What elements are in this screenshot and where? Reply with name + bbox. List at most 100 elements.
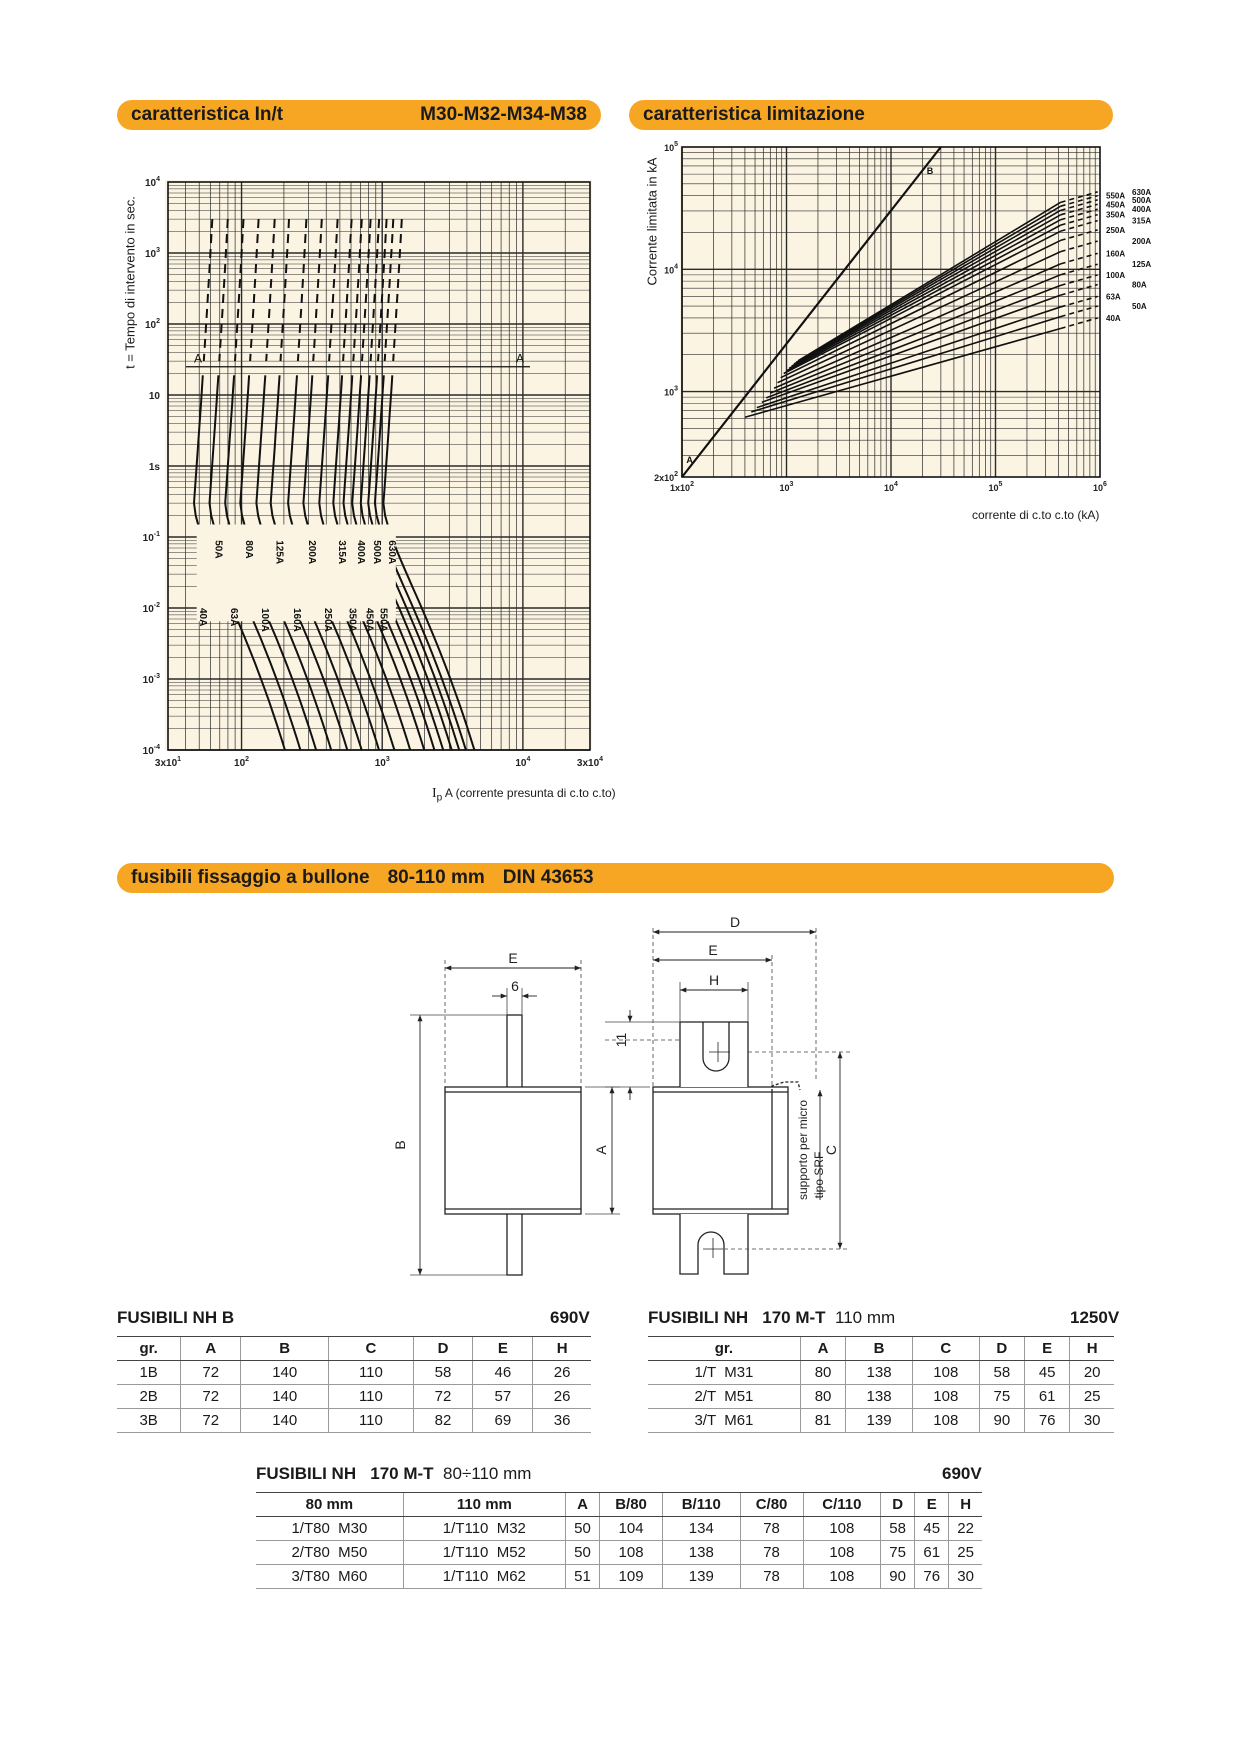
chart-lim-curve: [795, 205, 1062, 363]
table-cell: 109: [599, 1564, 663, 1589]
chart-int-curve-pre-arc: [392, 219, 403, 362]
table-cell: 72: [412, 1384, 473, 1409]
chart-lim-series-label: 63A: [1106, 292, 1121, 301]
chart-lim-series-label: 50A: [1132, 302, 1147, 311]
side-tab-bottom: [679, 1214, 749, 1275]
table-cell: 139: [845, 1408, 913, 1433]
chart-lim-curve-tail: [1060, 191, 1098, 204]
table-cell: 45: [1024, 1360, 1070, 1385]
chart-int-curve-pre-arc: [202, 219, 214, 362]
side-body: [652, 1086, 789, 1215]
chart-int-curve-pre-arc: [279, 219, 290, 362]
chart-lim-curve: [786, 224, 1062, 372]
chart-lim-curve: [777, 250, 1061, 384]
table-cell: 78: [739, 1516, 804, 1541]
chart-lim-curve-tail: [1060, 203, 1098, 216]
table-cell: 90: [880, 1564, 915, 1589]
table-cell: 20: [1069, 1360, 1114, 1385]
chart-lim-xtick: 106: [1093, 481, 1107, 493]
chart-int-series-label: 50A: [212, 540, 223, 558]
chart-int-grid: [167, 181, 591, 751]
table-header-cell: H: [948, 1492, 982, 1517]
header-part-3: DIN 43653: [502, 867, 594, 888]
table-cell: 75: [978, 1384, 1025, 1409]
chart-int-series-label: 40A: [197, 608, 208, 626]
micro-label-1: supporto per micro: [796, 1100, 810, 1200]
table-cell: 51: [564, 1564, 600, 1589]
table-cell: 80: [799, 1360, 846, 1385]
chart-int-marker-right: A: [516, 352, 524, 366]
table-b-title: FUSIBILI NH B: [117, 1308, 235, 1327]
side-tab-top: [679, 1021, 749, 1087]
dim-b: B: [392, 1140, 408, 1149]
table-header-cell: C: [328, 1336, 414, 1361]
table-cell: 80: [799, 1384, 846, 1409]
chart-lim-curve-tail: [1060, 240, 1098, 253]
chart-int-series-label: 125A: [273, 540, 284, 564]
chart-lim-series-label: 450A: [1106, 200, 1125, 209]
chart-lim-curve: [770, 274, 1061, 394]
table-mt80-voltage: 690V: [942, 1464, 982, 1483]
chart-lim-series-label: 315A: [1132, 217, 1151, 226]
table-header-cell: A: [180, 1336, 241, 1361]
table-cell: 3/T M61: [648, 1408, 801, 1433]
header-models: M30-M32-M34-M38: [420, 104, 587, 125]
chart-int-curve-pre-arc: [342, 219, 353, 362]
table-cell: 138: [662, 1540, 741, 1565]
table-header-cell: E: [914, 1492, 949, 1517]
table-cell: 25: [1069, 1384, 1114, 1409]
chart-lim-curve-tail: [1060, 229, 1098, 242]
chart-int-series-label: 63A: [228, 608, 239, 626]
chart-int-curve-pre-arc: [265, 219, 276, 362]
table-cell: 140: [240, 1384, 329, 1409]
chart-lim-series-label: 100A: [1106, 271, 1125, 280]
table-mt110-title: FUSIBILI NH 170 M-T 110 mm: [648, 1308, 896, 1327]
chart-int-xlabel: Ip A (corrente presunta di c.to c.to): [432, 786, 616, 804]
chart-lim-curve: [791, 214, 1062, 367]
table-cell: 138: [845, 1384, 913, 1409]
chart-lim-xlabel: corrente di c.to c.to (kA): [972, 508, 1100, 522]
table-cell: 30: [1069, 1408, 1114, 1433]
chart-int-curve: [373, 375, 467, 751]
chart-int-ytick: 10-3: [143, 673, 160, 686]
dim-c: C: [823, 1145, 839, 1155]
table-header-cell: B/80: [599, 1492, 663, 1517]
chart-lim-series-label: 630A: [1132, 188, 1151, 197]
table-cell: 76: [914, 1564, 949, 1589]
dim-e-side: E: [708, 942, 717, 958]
table-cell: 46: [472, 1360, 533, 1385]
front-body: [444, 1086, 582, 1215]
dim-11: 11: [613, 1033, 629, 1048]
table-cell: 72: [180, 1384, 241, 1409]
chart-lim-xtick: 1x102: [670, 481, 694, 493]
chart-lim-label-a: A: [686, 455, 693, 465]
table-header-cell: E: [472, 1336, 533, 1361]
chart-lim-curve: [797, 201, 1062, 362]
chart-int-series-label: 200A: [306, 540, 317, 564]
table-cell: 108: [802, 1564, 881, 1589]
chart-int-curve-pre-arc: [234, 219, 245, 362]
chart-lim-series-label: 250A: [1106, 226, 1125, 235]
header-title: caratteristica limitazione: [643, 104, 865, 125]
chart-lim-ytick: 105: [664, 141, 678, 153]
chart-int-series-label: 250A: [322, 608, 333, 632]
table-cell: 25: [948, 1540, 982, 1565]
table-cell: 138: [845, 1360, 913, 1385]
table-cell: 58: [412, 1360, 473, 1385]
table-header-cell: C/80: [739, 1492, 804, 1517]
table-cell: 139: [662, 1564, 741, 1589]
table-cell: 36: [532, 1408, 591, 1433]
table-cell: 1/T110 M62: [402, 1564, 566, 1589]
table-cell: 3B: [117, 1408, 181, 1433]
chart-int-ytick: 10-4: [143, 744, 160, 757]
